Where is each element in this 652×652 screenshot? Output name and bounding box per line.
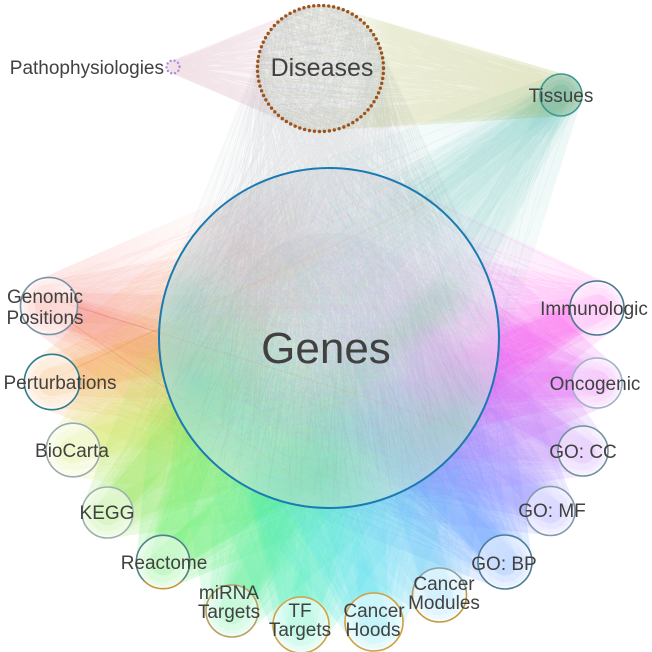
svg-text:Cancer: Cancer — [343, 601, 405, 622]
svg-text:Genes: Genes — [261, 324, 391, 373]
svg-text:miRNA: miRNA — [199, 583, 259, 604]
svg-text:Oncogenic: Oncogenic — [550, 374, 641, 395]
svg-text:Targets: Targets — [269, 620, 331, 641]
svg-text:Hoods: Hoods — [346, 620, 401, 641]
svg-text:Targets: Targets — [198, 602, 260, 623]
svg-text:BioCarta: BioCarta — [35, 441, 109, 462]
svg-text:Diseases: Diseases — [271, 54, 374, 82]
svg-text:Immunologic: Immunologic — [540, 299, 648, 320]
svg-text:GO: CC: GO: CC — [549, 442, 617, 463]
svg-text:TF: TF — [288, 601, 311, 622]
svg-text:Reactome: Reactome — [121, 553, 208, 574]
svg-text:Positions: Positions — [6, 308, 83, 329]
svg-text:Pathophysiologies: Pathophysiologies — [10, 58, 164, 79]
svg-text:GO: MF: GO: MF — [518, 501, 586, 522]
svg-text:KEGG: KEGG — [80, 503, 135, 524]
svg-text:Modules: Modules — [408, 593, 480, 614]
svg-text:Cancer: Cancer — [413, 574, 475, 595]
svg-text:GO: BP: GO: BP — [471, 554, 536, 575]
svg-text:Tissues: Tissues — [529, 86, 594, 107]
svg-text:Perturbations: Perturbations — [3, 373, 116, 394]
svg-text:Genomic: Genomic — [7, 287, 83, 308]
